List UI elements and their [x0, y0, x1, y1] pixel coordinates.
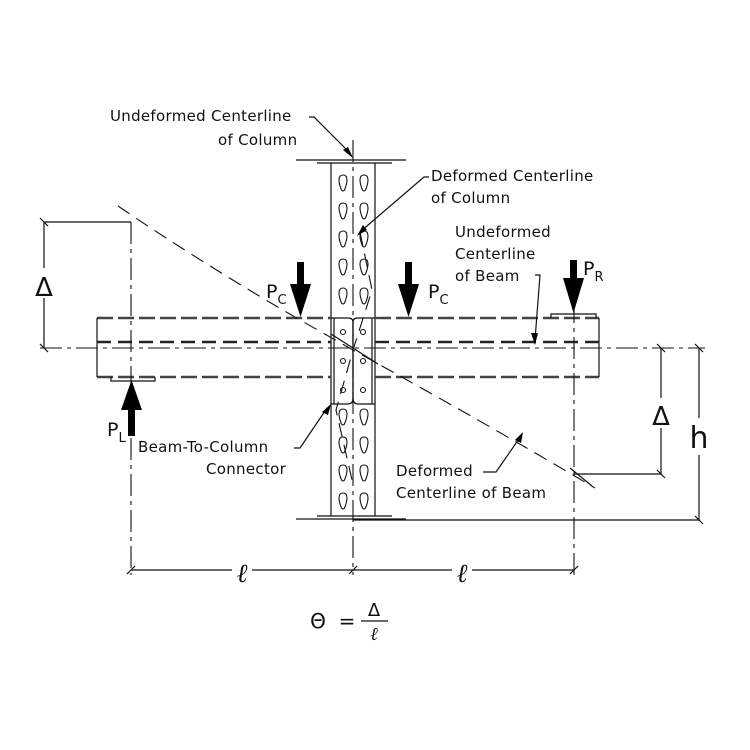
label-undeformed-beam-1: Undeformed	[455, 223, 551, 241]
load-label-center-right: PC	[428, 281, 449, 308]
leader-arrowhead-connector	[322, 404, 331, 415]
column-perforation-hole	[359, 464, 369, 482]
column-perforation-hole	[338, 230, 348, 248]
leader-undeformed-column	[309, 116, 351, 154]
column-perforation-hole	[338, 287, 348, 305]
leader-connector	[294, 407, 328, 449]
column-perforation-hole	[338, 174, 348, 192]
span-right-label: ℓ	[457, 559, 468, 589]
load-label-center-left: PC	[266, 281, 287, 308]
leader-arrowhead-undeformed-beam	[531, 333, 538, 345]
column-perforation-hole	[338, 258, 348, 276]
column-perforation-hole	[359, 408, 369, 426]
column	[296, 159, 406, 520]
load-arrow-right	[563, 260, 584, 313]
rotation-line	[330, 333, 379, 365]
height-dimension	[353, 343, 704, 525]
label-undeformed-column-2: of Column	[218, 131, 297, 149]
leader-undeformed-beam	[534, 274, 541, 341]
load-arrow-center-right	[398, 262, 419, 317]
label-connector-2: Connector	[206, 460, 287, 478]
label-deformed-beam-2: Centerline of Beam	[396, 484, 546, 502]
column-perforation-hole	[359, 174, 369, 192]
beam	[96, 313, 600, 382]
column-perforation-hole	[359, 202, 369, 220]
leader-deformed-column	[359, 176, 429, 233]
load-label-right: PR	[583, 258, 604, 285]
load-arrow-left	[121, 380, 142, 436]
right-deflection-label: Δ	[652, 402, 670, 432]
column-perforation-hole	[338, 408, 348, 426]
span-left-label: ℓ	[237, 559, 248, 589]
label-undeformed-beam-2: Centerline	[455, 245, 536, 263]
column-perforation-hole	[359, 287, 369, 305]
left-bearing-plate	[110, 377, 156, 382]
formula-denominator: ℓ	[370, 624, 378, 645]
load-label-left: PL	[107, 419, 126, 446]
left-deflection-label: Δ	[35, 273, 53, 303]
column-perforation-hole	[338, 202, 348, 220]
column-perforation-hole	[359, 492, 369, 510]
formula-equals: =	[339, 609, 356, 633]
label-deformed-beam-1: Deformed	[396, 462, 473, 480]
deformed-column-centerline	[335, 231, 373, 481]
connector-bolts	[339, 328, 367, 394]
left-deflection-dimension	[39, 217, 131, 353]
formula-theta: Θ	[310, 609, 326, 633]
right-deflection-dimension	[569, 343, 666, 487]
label-connector-1: Beam-To-Column	[138, 438, 268, 456]
leader-arrowhead-deformed-column	[357, 225, 367, 236]
column-perforation-hole	[359, 436, 369, 454]
column-perforations	[338, 174, 369, 510]
label-deformed-column-1: Deformed Centerline	[431, 167, 594, 185]
span-dimension	[126, 565, 579, 575]
label-undeformed-column-1: Undeformed Centerline	[110, 107, 292, 125]
load-arrow-center-left	[290, 262, 311, 317]
formula-numerator: Δ	[368, 600, 381, 621]
label-undeformed-beam-3: of Beam	[455, 267, 520, 285]
column-perforation-hole	[338, 464, 348, 482]
leader-deformed-beam	[483, 435, 522, 473]
height-label: h	[689, 421, 708, 456]
rotation-formula: Θ = Δ ℓ	[310, 600, 388, 645]
column-perforation-hole	[338, 492, 348, 510]
leader-arrowhead-deformed-beam	[515, 432, 523, 443]
leader-arrowhead-undeformed-column	[343, 147, 353, 158]
label-deformed-column-2: of Column	[431, 189, 510, 207]
